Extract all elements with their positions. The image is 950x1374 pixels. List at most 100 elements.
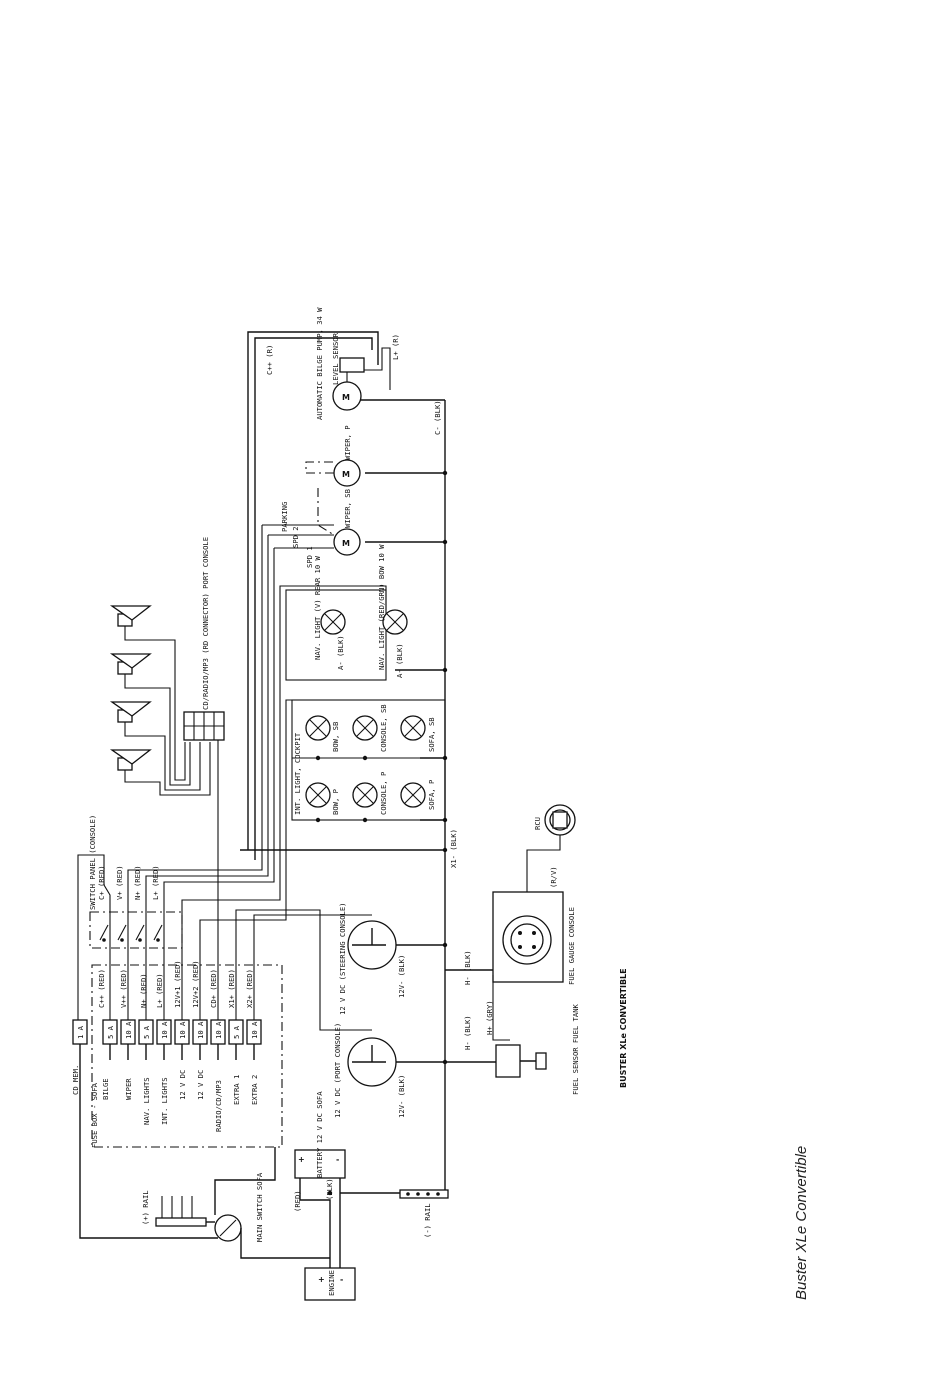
svg-text:+: + bbox=[298, 1155, 305, 1164]
svg-text:SPD 1: SPD 1 bbox=[305, 546, 314, 568]
wiper-link-dash bbox=[317, 488, 335, 536]
svg-text:10 A: 10 A bbox=[124, 1021, 133, 1039]
svg-text:EXTRA 2: EXTRA 2 bbox=[250, 1075, 259, 1105]
svg-text:5 A: 5 A bbox=[106, 1025, 115, 1039]
svg-text:X1+ (RED): X1+ (RED) bbox=[227, 969, 236, 1008]
wire-tag-labels: C++ (R) L+ (R) C- (BLK) A- (BLK) A- (BLK… bbox=[265, 334, 558, 1212]
svg-text:(-) RAIL: (-) RAIL bbox=[423, 1203, 432, 1238]
wire-main-switch bbox=[240, 1228, 330, 1259]
diagram-title: BUSTER XLe CONVERTIBLE bbox=[619, 968, 628, 1088]
fuse-wire-labels: C++ (RED) V++ (RED) N+ (RED) L+ (RED) 12… bbox=[97, 960, 254, 1008]
footer-title: Buster XLe Convertible bbox=[793, 1146, 810, 1300]
svg-text:C+ (RED): C+ (RED) bbox=[97, 865, 106, 900]
svg-text:A- (BLK): A- (BLK) bbox=[336, 635, 345, 670]
svg-text:A- (BLK): A- (BLK) bbox=[395, 643, 404, 678]
fuses bbox=[72, 1019, 262, 1045]
fuse-box-frame bbox=[91, 964, 283, 1148]
svg-text:N+ (RED): N+ (RED) bbox=[133, 865, 142, 900]
svg-text:BILGE: BILGE bbox=[101, 1078, 110, 1100]
svg-text:CD/RADIO/MP3 (RD CONNECTOR) PO: CD/RADIO/MP3 (RD CONNECTOR) PORT CONSOLE bbox=[201, 537, 210, 710]
svg-text:WIPER, SB: WIPER, SB bbox=[343, 489, 352, 528]
svg-text:V++ (RED): V++ (RED) bbox=[119, 969, 128, 1008]
svg-text:12 V DC (PORT CONSOLE): 12 V DC (PORT CONSOLE) bbox=[333, 1023, 342, 1118]
wire-h-plus bbox=[492, 975, 510, 1041]
svg-text:12V+2 (RED): 12V+2 (RED) bbox=[191, 960, 200, 1008]
svg-text:MAIN SWITCH SOFA: MAIN SWITCH SOFA bbox=[255, 1172, 264, 1242]
svg-text:(RED): (RED) bbox=[293, 1190, 302, 1212]
wire-level-sensor bbox=[362, 347, 391, 390]
svg-text:C++ (R): C++ (R) bbox=[265, 345, 274, 375]
svg-text:RCU: RCU bbox=[533, 817, 542, 830]
switch-panel-frame bbox=[89, 911, 183, 949]
wire-l-plus bbox=[254, 337, 373, 860]
battery-engine bbox=[304, 1267, 356, 1301]
svg-text:SPD 2: SPD 2 bbox=[291, 526, 300, 548]
svg-text:H- (BLK): H- (BLK) bbox=[463, 1015, 472, 1050]
svg-text:-: - bbox=[336, 1155, 339, 1164]
svg-text:10 A: 10 A bbox=[196, 1021, 205, 1039]
int-light-frame bbox=[291, 699, 446, 821]
switches bbox=[99, 924, 163, 942]
component-labels: AUTOMATIC BILGE PUMP, 34 W LEVEL SENSOR … bbox=[141, 307, 580, 1296]
fuse-labels: CD MEM. BILGE WIPER NAV. LIGHTS INT. LIG… bbox=[71, 1065, 259, 1132]
svg-text:BATTERY 12 V DC SOFA: BATTERY 12 V DC SOFA bbox=[315, 1091, 324, 1178]
svg-text:+: + bbox=[318, 1275, 325, 1284]
wire-rcu bbox=[526, 835, 561, 892]
svg-text:V+ (RED): V+ (RED) bbox=[115, 865, 124, 900]
svg-text:LEVEL SENSOR: LEVEL SENSOR bbox=[331, 332, 340, 385]
svg-text:X1- (BLK): X1- (BLK) bbox=[449, 829, 458, 868]
svg-text:CONSOLE, P: CONSOLE, P bbox=[379, 772, 388, 815]
speaker-wires bbox=[124, 626, 211, 796]
wiper-p-glyph: M bbox=[342, 539, 350, 548]
svg-text:PARKING: PARKING bbox=[280, 502, 289, 532]
svg-text:WIPER, P: WIPER, P bbox=[343, 425, 352, 460]
svg-text:SOFA, P: SOFA, P bbox=[427, 780, 436, 810]
svg-text:BOW, P: BOW, P bbox=[331, 789, 340, 815]
svg-text:FUEL GAUGE CONSOLE: FUEL GAUGE CONSOLE bbox=[567, 907, 576, 985]
fuse-ratings: 1 A 5 A 10 A 5 A 10 A 10 A 10 A 10 A 5 A… bbox=[76, 1021, 259, 1039]
svg-text:INT. LIGHTS: INT. LIGHTS bbox=[160, 1077, 169, 1125]
svg-text:1 A: 1 A bbox=[76, 1025, 85, 1039]
svg-text:12V- (BLK): 12V- (BLK) bbox=[397, 955, 406, 998]
svg-text:AUTOMATIC BILGE PUMP, 34 W: AUTOMATIC BILGE PUMP, 34 W bbox=[315, 307, 324, 420]
svg-text:EXTRA 1: EXTRA 1 bbox=[232, 1075, 241, 1105]
svg-text:SOFA, SB: SOFA, SB bbox=[427, 717, 436, 752]
svg-text:N+ (RED): N+ (RED) bbox=[139, 973, 148, 1008]
svg-text:BOW, SB: BOW, SB bbox=[331, 722, 340, 752]
svg-text:C++ (RED): C++ (RED) bbox=[97, 969, 106, 1008]
bilge-motor-glyph: M bbox=[342, 393, 350, 402]
junction-dots bbox=[315, 470, 448, 1196]
int-light-lamps bbox=[305, 715, 426, 808]
wire-c-plus-plus bbox=[247, 331, 379, 850]
wiper-p-motor bbox=[333, 528, 361, 556]
svg-text:CD MEM.: CD MEM. bbox=[71, 1065, 80, 1095]
svg-text:10 A: 10 A bbox=[160, 1021, 169, 1039]
svg-text:12 V DC: 12 V DC bbox=[178, 1070, 187, 1100]
level-sensor-box bbox=[339, 357, 365, 373]
wiper-sb-dash bbox=[305, 461, 334, 474]
pos-rail-taps bbox=[161, 1196, 193, 1218]
wiper-sb-glyph: M bbox=[342, 470, 350, 479]
nav-light-frame bbox=[285, 589, 387, 681]
svg-text:H- (BLK): H- (BLK) bbox=[463, 950, 472, 985]
svg-text:INT. LIGHT, COCKPIT: INT. LIGHT, COCKPIT bbox=[293, 732, 302, 815]
svg-text:ENGINE: ENGINE bbox=[327, 1270, 336, 1296]
svg-text:5 A: 5 A bbox=[142, 1025, 151, 1039]
svg-text:C- (BLK): C- (BLK) bbox=[433, 400, 442, 435]
svg-text:(+) RAIL: (+) RAIL bbox=[141, 1190, 150, 1225]
svg-text:(BLK): (BLK) bbox=[325, 1178, 334, 1200]
svg-text:10 A: 10 A bbox=[214, 1021, 223, 1039]
svg-text:H+ (GRY): H+ (GRY) bbox=[485, 1000, 494, 1035]
svg-text:CONSOLE, SB: CONSOLE, SB bbox=[379, 704, 388, 752]
svg-text:12 V DC (STEERING CONSOLE): 12 V DC (STEERING CONSOLE) bbox=[338, 902, 347, 1015]
wire-fusebox-feed bbox=[214, 1147, 276, 1215]
fuse-box-title: FUSE BOX - SOFA bbox=[90, 1082, 99, 1148]
svg-text:X2+ (RED): X2+ (RED) bbox=[245, 969, 254, 1008]
svg-text:RADIO/CD/MP3: RADIO/CD/MP3 bbox=[214, 1080, 223, 1132]
svg-text:FUEL SENSOR FUEL TANK: FUEL SENSOR FUEL TANK bbox=[571, 1003, 580, 1095]
wire-cd-mem bbox=[79, 1044, 218, 1239]
fuel-sensor bbox=[495, 1044, 521, 1078]
svg-text:12 V DC: 12 V DC bbox=[196, 1070, 205, 1100]
switch-labels: C+ (RED) V+ (RED) N+ (RED) L+ (RED) bbox=[97, 865, 160, 900]
